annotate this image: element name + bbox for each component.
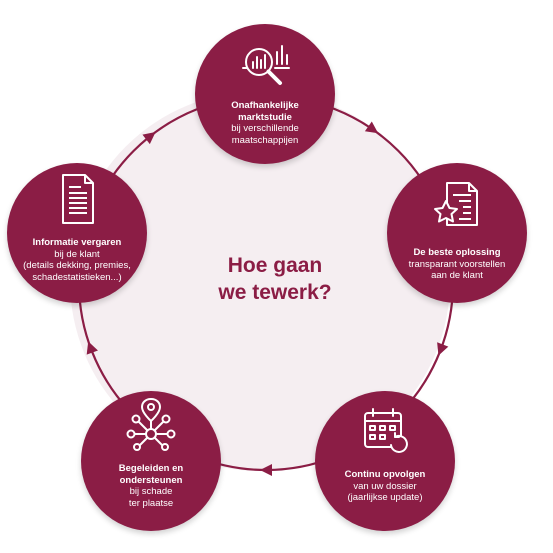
step-title-line: Informatie vergaren xyxy=(32,237,122,248)
cycle-arrowhead xyxy=(86,341,98,355)
step-desc-line: bij schade xyxy=(129,486,173,497)
step-title-line: De beste oplossing xyxy=(413,247,501,258)
calendar-refresh-icon xyxy=(357,403,413,459)
step-desc-line: schadestatistieken...) xyxy=(32,271,122,283)
step-title-line: Begeleiden en xyxy=(118,463,184,474)
step-best-solution-text: De beste oplossing transparant voorstell… xyxy=(391,247,523,282)
cycle-arrowhead xyxy=(364,121,379,134)
step-desc-line: ter plaatse xyxy=(128,497,174,509)
step-guidance-support: Begeleiden en ondersteunen bij schade te… xyxy=(81,391,221,531)
step-desc-line: bij de klant xyxy=(54,248,100,260)
step-market-study-text: Onafhankelijke marktstudie bij verschill… xyxy=(199,100,331,146)
cycle-arrowhead xyxy=(260,464,272,476)
center-title: Hoe gaan we tewerk? xyxy=(175,252,375,306)
cycle-arrowhead xyxy=(142,131,156,145)
step-market-study: Onafhankelijke marktstudie bij verschill… xyxy=(195,24,335,164)
step-gather-information: Informatie vergaren bij de klant (detail… xyxy=(7,163,147,303)
center-title-line-2: we tewerk? xyxy=(218,281,332,304)
center-title-line-1: Hoe gaan xyxy=(227,254,323,277)
step-desc-line: bij verschillende xyxy=(231,123,299,134)
step-desc-line: aan de klant xyxy=(431,270,483,281)
cycle-arrowhead xyxy=(437,342,449,356)
step-desc-line: (details dekking, premies, xyxy=(23,260,131,271)
step-guidance-support-text: Begeleiden en ondersteunen bij schade te… xyxy=(85,463,217,509)
step-title-line: Onafhankelijke xyxy=(231,100,299,111)
step-follow-up: Continu opvolgen van uw dossier (jaarlij… xyxy=(315,391,455,531)
document-lines-icon xyxy=(49,171,105,227)
step-gather-information-text: Informatie vergaren bij de klant (detail… xyxy=(11,237,143,283)
cycle-arrows xyxy=(86,121,449,476)
step-follow-up-text: Continu opvolgen van uw dossier (jaarlij… xyxy=(319,469,451,504)
step-desc-line: (jaarlijkse update) xyxy=(347,492,423,503)
step-best-solution: De beste oplossing transparant voorstell… xyxy=(387,163,527,303)
step-desc-line: maatschappijen xyxy=(231,134,299,146)
location-network-icon xyxy=(123,395,179,451)
magnifier-chart-icon xyxy=(237,38,293,94)
document-star-icon xyxy=(429,177,485,233)
step-desc-line: van uw dossier xyxy=(353,480,417,492)
step-title-line: ondersteunen xyxy=(119,474,183,486)
step-title-line: marktstudie xyxy=(238,111,292,123)
step-desc-line: transparant voorstellen xyxy=(408,258,506,270)
step-title-line: Continu opvolgen xyxy=(344,469,426,480)
